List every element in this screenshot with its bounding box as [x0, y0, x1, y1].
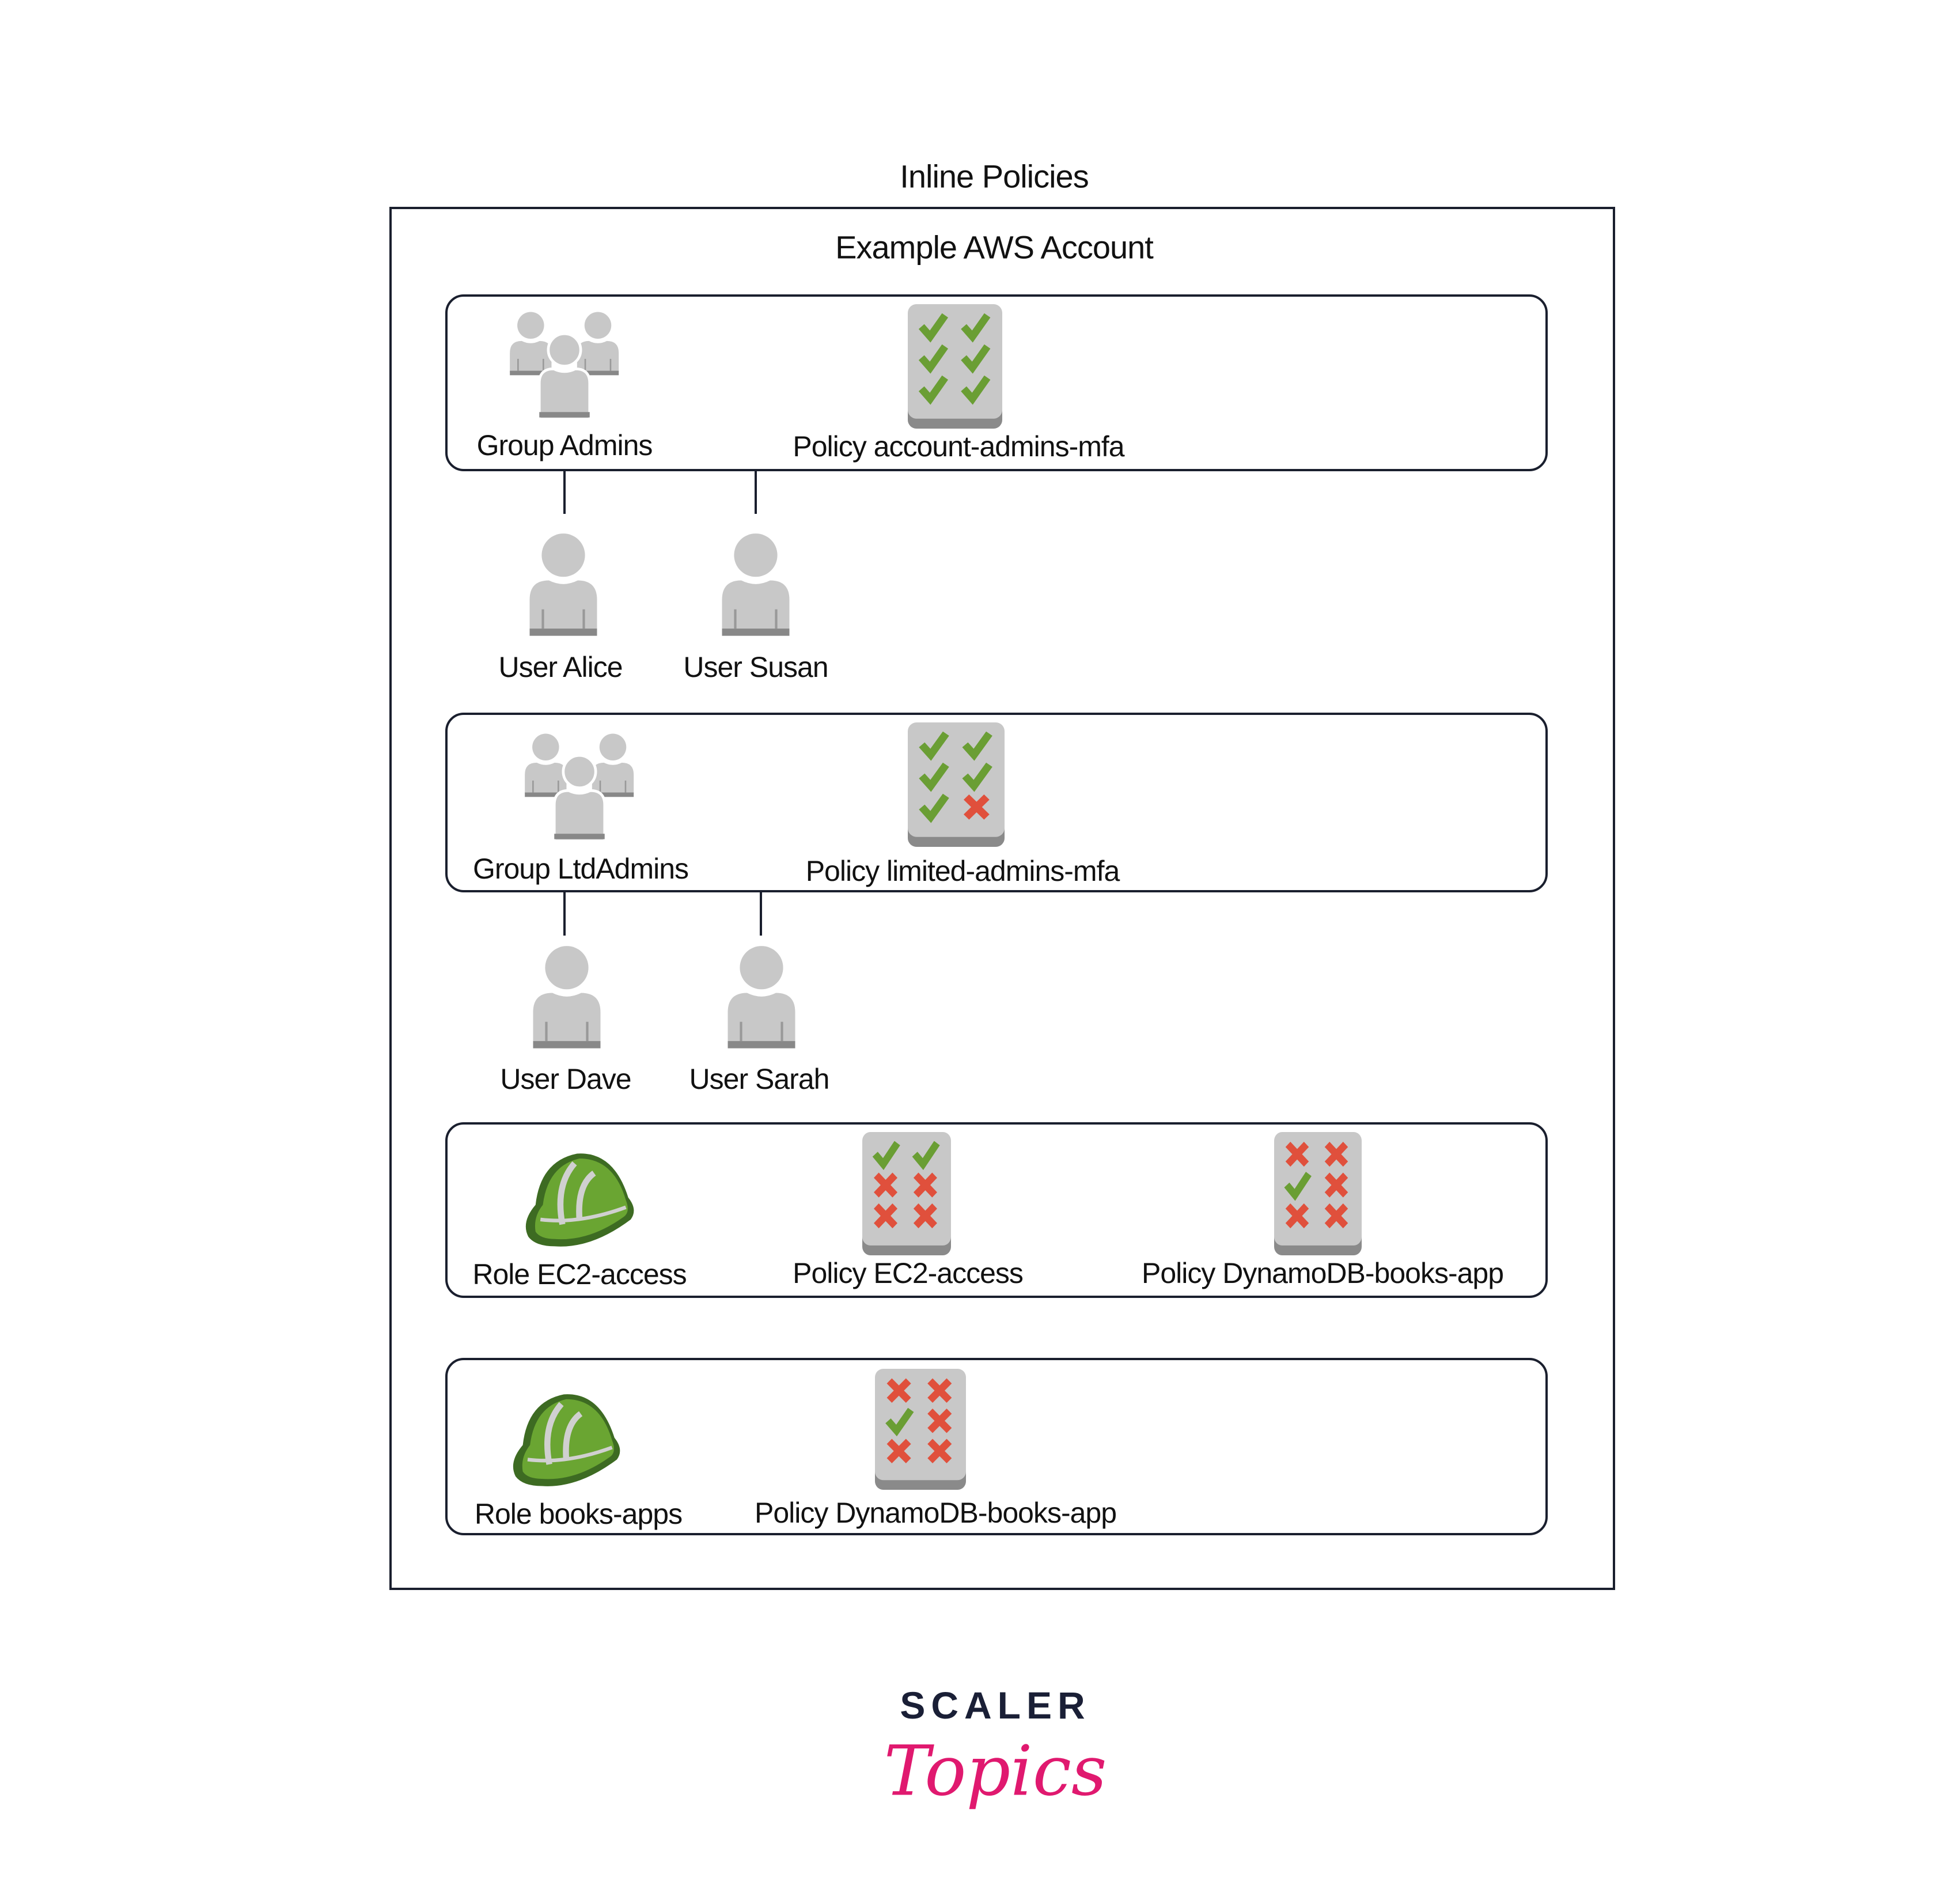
check-mark-icon — [872, 1141, 900, 1171]
policy-icon — [908, 722, 1005, 847]
topics-logo-text: Topics — [884, 1731, 1107, 1812]
user-icon — [533, 946, 601, 1048]
account-label: Example AWS Account — [835, 229, 1154, 266]
group-icon — [522, 733, 637, 843]
helmet-icon — [505, 1390, 628, 1492]
aws-account-box — [389, 207, 1615, 1590]
check-mark-icon — [1284, 1172, 1312, 1201]
user-icon — [722, 533, 790, 636]
check-mark-icon — [919, 762, 949, 792]
x-mark-icon — [1285, 1203, 1309, 1229]
connector-line — [563, 469, 566, 514]
scaler-logo-text: SCALER — [900, 1684, 1091, 1727]
user-label: User Dave — [500, 1063, 631, 1095]
diagram-title: Inline Policies — [900, 158, 1089, 195]
x-mark-icon — [927, 1378, 952, 1403]
group-label: Group Admins — [476, 429, 653, 461]
user-label: User Sarah — [689, 1063, 830, 1095]
check-mark-icon — [885, 1407, 914, 1437]
x-mark-icon — [1324, 1172, 1348, 1198]
policy-label: Policy DynamoDB-books-app — [754, 1497, 1117, 1529]
user-icon — [529, 533, 597, 636]
check-mark-icon — [918, 375, 949, 405]
policy-icon — [1274, 1132, 1362, 1255]
x-mark-icon — [1324, 1141, 1348, 1167]
check-mark-icon — [912, 1141, 940, 1171]
x-mark-icon — [963, 794, 990, 820]
x-mark-icon — [874, 1172, 898, 1198]
x-mark-icon — [886, 1378, 911, 1403]
check-mark-icon — [918, 313, 949, 343]
x-mark-icon — [1285, 1141, 1309, 1167]
policy-label: Policy limited-admins-mfa — [805, 855, 1120, 887]
check-mark-icon — [918, 344, 949, 374]
x-mark-icon — [886, 1439, 911, 1464]
role-label: Role books-apps — [474, 1498, 683, 1530]
role-books-box — [445, 1358, 1548, 1535]
check-mark-icon — [919, 731, 949, 761]
check-mark-icon — [962, 731, 992, 761]
policy-icon — [875, 1369, 966, 1490]
policy-icon — [908, 304, 1002, 429]
policy-label: Policy account-admins-mfa — [793, 430, 1124, 463]
x-mark-icon — [927, 1439, 952, 1464]
check-mark-icon — [961, 344, 991, 374]
check-mark-icon — [919, 793, 949, 823]
group-ltdadmins-box — [445, 713, 1548, 892]
policy-label: Policy DynamoDB-books-app — [1141, 1257, 1504, 1289]
connector-line — [563, 890, 566, 936]
role-ec2-box — [445, 1122, 1548, 1298]
check-mark-icon — [961, 313, 991, 343]
policy-label: Policy EC2-access — [793, 1257, 1024, 1289]
role-label: Role EC2-access — [472, 1258, 687, 1290]
x-mark-icon — [927, 1409, 952, 1433]
connector-line — [760, 890, 762, 936]
group-icon — [507, 311, 622, 422]
x-mark-icon — [874, 1203, 898, 1229]
group-label: Group LtdAdmins — [472, 853, 689, 885]
helmet-icon — [518, 1149, 641, 1252]
check-mark-icon — [961, 375, 991, 405]
connector-line — [755, 469, 757, 514]
check-mark-icon — [962, 762, 992, 792]
policy-icon — [862, 1132, 951, 1255]
x-mark-icon — [1324, 1203, 1348, 1229]
x-mark-icon — [913, 1172, 937, 1198]
user-icon — [727, 946, 795, 1048]
x-mark-icon — [913, 1203, 937, 1229]
user-label: User Alice — [498, 651, 623, 683]
group-admins-box — [445, 294, 1548, 471]
user-label: User Susan — [683, 651, 828, 683]
